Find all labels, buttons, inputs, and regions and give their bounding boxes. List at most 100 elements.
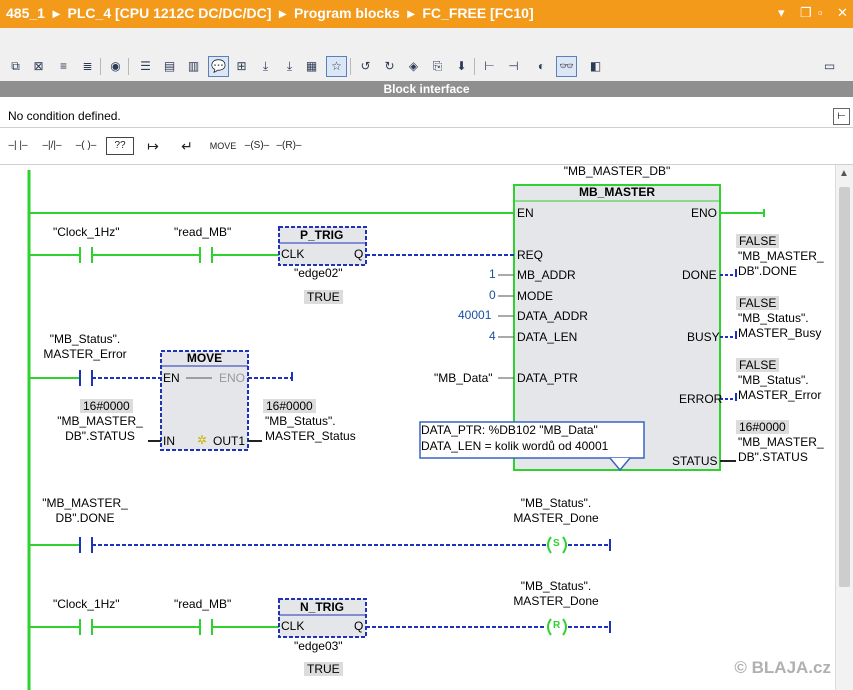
tag-information-icon[interactable]: ☆ <box>326 56 347 77</box>
split-view-icon[interactable]: ◧ <box>589 59 602 73</box>
set-coil-tag-2[interactable]: MASTER_Done <box>513 511 599 525</box>
data-ptr-value[interactable]: "MB_Data" <box>434 371 493 385</box>
p-trig-operand[interactable]: "edge02" <box>294 266 343 280</box>
error-tag-2[interactable]: MASTER_Error <box>738 388 822 402</box>
done-tag-1[interactable]: "MB_MASTER_ <box>738 249 824 263</box>
palette-icon[interactable]: ◐ <box>537 59 546 73</box>
contact-read-tag[interactable]: "read_MB" <box>174 597 232 611</box>
align-right-icon[interactable]: ⊣ <box>508 59 519 73</box>
n-trig-block[interactable] <box>278 598 367 638</box>
monitoring-on-off-icon[interactable]: 👓 <box>556 56 577 77</box>
editor-toolbar: ⧉ ⊠ ≡ ≣ ◉ ☰ ▤ ▥ 💬 ⊞ ⤓ ⤓ ▦ ☆ ↺ ↻ ◈ ⎘ ⬇ ⊢ … <box>0 52 853 81</box>
close-icon[interactable]: ✕ <box>837 5 848 20</box>
empty-box-icon[interactable]: ?? <box>106 137 134 155</box>
p-trig-clk: CLK <box>281 247 305 261</box>
close-branch-icon[interactable]: ↵ <box>181 138 193 154</box>
p-trig-state: TRUE <box>304 290 343 304</box>
contact-clock-tag[interactable]: "Clock_1Hz" <box>53 225 120 239</box>
favorites-icon[interactable]: ▦ <box>305 59 318 73</box>
pin-mode: MODE <box>517 289 553 303</box>
busy-tag-2[interactable]: MASTER_Busy <box>738 326 822 340</box>
p-trig-q: Q <box>354 247 364 261</box>
move-block[interactable] <box>160 350 249 451</box>
data-len-value[interactable]: 4 <box>489 329 496 343</box>
pin-data-addr: DATA_ADDR <box>517 309 588 323</box>
p-trig-block[interactable] <box>278 226 367 266</box>
title-bar: 485_1 ▸ PLC_4 [CPU 1212C DC/DC/DC] ▸ Pro… <box>0 0 853 28</box>
restore-icon[interactable]: ❐ <box>800 5 812 20</box>
go-online-icon[interactable]: ↺ <box>360 59 371 73</box>
set-coil-icon[interactable]: –(S)– <box>244 140 270 151</box>
comment-pointer <box>609 457 631 472</box>
set-coil-tag-1[interactable]: "MB_Status". <box>520 496 592 510</box>
reset-coil-icon[interactable]: –(R)– <box>276 140 302 151</box>
network-view-icon[interactable]: ▥ <box>187 59 200 73</box>
open-branch-icon[interactable]: ↦ <box>147 138 159 154</box>
move-title: MOVE <box>186 351 223 365</box>
add-row-icon[interactable]: ≣ <box>82 59 93 73</box>
move-out-tag-1[interactable]: "MB_Status". <box>265 414 336 428</box>
breadcrumb-plc[interactable]: PLC_4 [CPU 1212C DC/DC/DC] <box>67 5 272 21</box>
move-in-tag-1[interactable]: "MB_MASTER_ <box>57 414 143 428</box>
breadcrumb-program-blocks[interactable]: Program blocks <box>293 5 400 21</box>
align-left-icon[interactable]: ⊢ <box>484 59 495 73</box>
expand-networks-icon[interactable]: ☰ <box>140 59 151 73</box>
reset-coil-tag-2[interactable]: MASTER_Done <box>513 594 599 608</box>
ladder-canvas[interactable]: "MB_MASTER_DB" MB_MASTER EN REQ MB_ADDR … <box>0 164 835 690</box>
status-tag-1[interactable]: "MB_MASTER_ <box>738 435 824 449</box>
contact-error-tag-2[interactable]: MASTER_Error <box>43 347 127 361</box>
move-in-tag-2[interactable]: DB".STATUS <box>65 429 135 443</box>
delete-network-icon[interactable]: ⊠ <box>33 59 44 73</box>
scrollbar-thumb[interactable] <box>839 187 850 587</box>
move-instruction-button[interactable]: MOVE <box>209 141 237 151</box>
monitor-icon[interactable]: ◉ <box>110 59 121 73</box>
contact-read-tag[interactable]: "read_MB" <box>174 225 232 239</box>
status-tag-2[interactable]: DB".STATUS <box>738 450 808 464</box>
insert-network-icon[interactable]: ⧉ <box>11 59 20 73</box>
nc-contact-icon[interactable]: –|/|– <box>42 140 62 151</box>
overview-icon[interactable]: ▭ <box>823 59 836 73</box>
contact-done-tag-2[interactable]: DB".DONE <box>55 511 115 525</box>
comment-box[interactable] <box>419 421 645 459</box>
breadcrumb-project[interactable]: 485_1 <box>6 5 45 21</box>
coil-icon[interactable]: –( )– <box>75 140 97 151</box>
comment-line-2: DATA_LEN = kolik wordů od 40001 <box>421 439 609 453</box>
data-addr-value[interactable]: 40001 <box>458 308 492 322</box>
breakpoint-icon[interactable]: ◈ <box>408 59 419 73</box>
status-state: 16#0000 <box>736 420 789 434</box>
scroll-up-icon[interactable]: ▲ <box>839 168 849 179</box>
pin-status: STATUS <box>672 454 718 468</box>
collapse-networks-icon[interactable]: ▤ <box>163 59 176 73</box>
mode-value[interactable]: 0 <box>489 288 496 302</box>
busy-tag-1[interactable]: "MB_Status". <box>738 311 809 325</box>
call-hierarchy-icon[interactable]: ⎘ <box>432 59 443 73</box>
go-offline-icon[interactable]: ↻ <box>384 59 395 73</box>
contact-done-tag-1[interactable]: "MB_MASTER_ <box>42 496 128 510</box>
mb-addr-value[interactable]: 1 <box>489 267 496 281</box>
go-to-icon[interactable]: ⤓ <box>262 59 269 73</box>
insert-row-icon[interactable]: ≡ <box>59 59 67 73</box>
done-state: FALSE <box>736 234 780 248</box>
instance-db-label[interactable]: "MB_MASTER_DB" <box>563 164 671 178</box>
reset-coil-tag-1[interactable]: "MB_Status". <box>520 579 592 593</box>
minimize-icon[interactable]: ▾ <box>778 5 785 20</box>
comments-icon[interactable]: 💬 <box>208 56 229 77</box>
set-coil-type: S <box>553 538 560 549</box>
done-tag-2[interactable]: DB".DONE <box>738 264 797 278</box>
breadcrumb-separator-icon: ▸ <box>275 5 291 21</box>
absolute-address-icon[interactable]: ⊞ <box>236 59 247 73</box>
condition-toggle-icon[interactable]: ⊢ <box>833 108 850 125</box>
n-trig-operand[interactable]: "edge03" <box>294 639 343 653</box>
go-to-next-icon[interactable]: ⤓ <box>286 59 293 73</box>
download-icon[interactable]: ⬇ <box>456 59 467 73</box>
float-icon[interactable]: ▫ <box>818 5 823 20</box>
vertical-scrollbar[interactable]: ▲ <box>835 165 853 690</box>
error-tag-1[interactable]: "MB_Status". <box>738 373 809 387</box>
contact-error-tag-1[interactable]: "MB_Status". <box>49 332 121 346</box>
move-out-tag-2[interactable]: MASTER_Status <box>265 429 356 443</box>
move-add-output-icon[interactable]: ✲ <box>197 433 208 447</box>
breadcrumb-block[interactable]: FC_FREE [FC10] <box>422 5 534 21</box>
block-interface-bar[interactable]: Block interface <box>0 81 853 97</box>
contact-clock-tag[interactable]: "Clock_1Hz" <box>53 597 120 611</box>
no-contact-icon[interactable]: –| |– <box>8 140 28 151</box>
